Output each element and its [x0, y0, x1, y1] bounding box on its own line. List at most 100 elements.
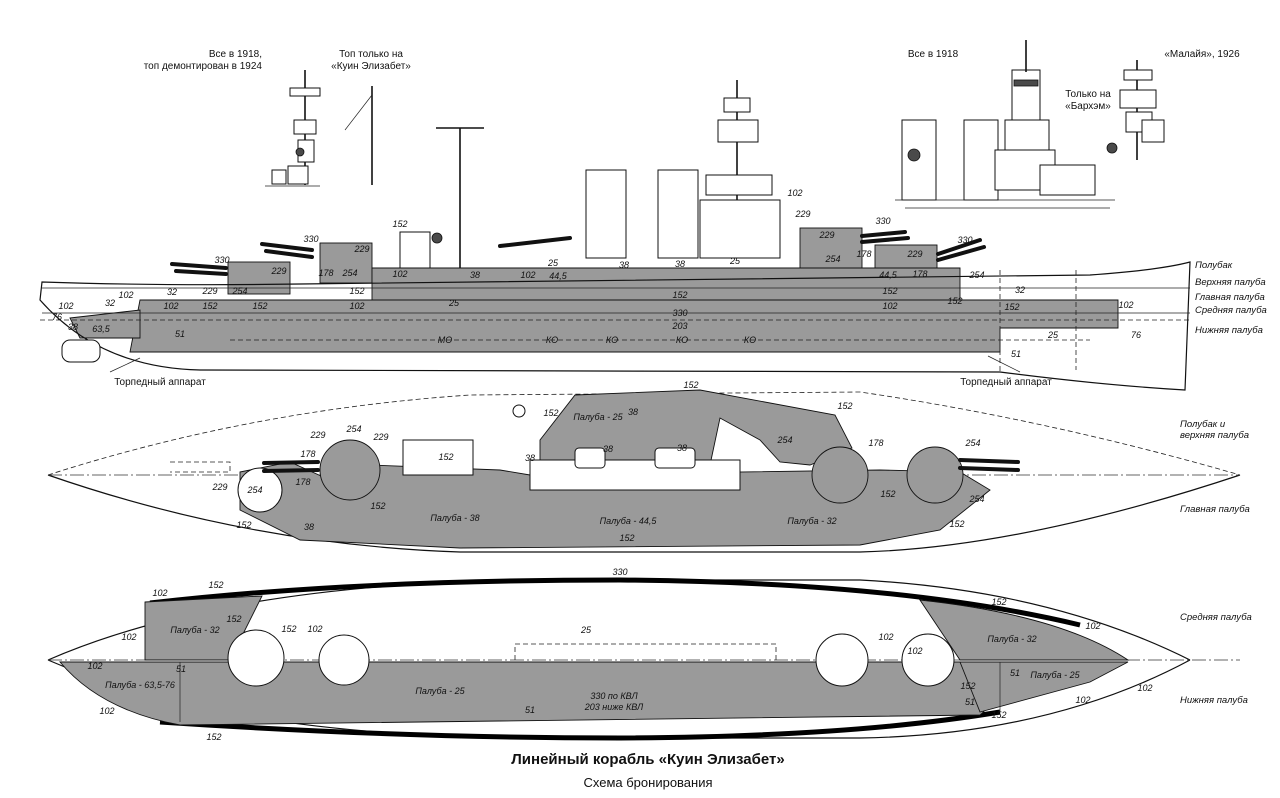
armor-thickness-label: 254 — [824, 254, 840, 264]
armor-thickness-label: 32 — [167, 287, 177, 297]
armor-thickness-label: 102 — [882, 301, 897, 311]
armor-thickness-label: 254 — [246, 485, 262, 495]
armor-thickness-label: 152 — [281, 624, 296, 634]
armor-thickness-label: 51 — [1011, 349, 1021, 359]
armor-thickness-label: 152 — [949, 519, 964, 529]
armor-thickness-label: 152 — [947, 296, 962, 306]
armor-thickness-label: 178 — [300, 449, 315, 459]
armor-thickness-label: 51 — [965, 697, 975, 707]
armor-thickness-label: 38 — [304, 522, 314, 532]
armor-thickness-label: 178 — [856, 249, 871, 259]
armor-thickness-label: КО — [676, 335, 688, 345]
armor-thickness-label: 254 — [776, 435, 792, 445]
armor-thickness-label: 152 — [672, 290, 687, 300]
label-plan-middle: Средняя палуба — [1180, 612, 1252, 623]
label-plan-forecastle: Полубак и — [1180, 419, 1226, 430]
armor-thickness-label: 63,5 — [92, 324, 111, 334]
armor-thickness-label: 152 — [960, 681, 975, 691]
bridge-detail-malaya — [1106, 60, 1165, 160]
armor-thickness-label: 229 — [201, 286, 217, 296]
label-main-deck: Главная палуба — [1195, 292, 1265, 303]
armor-thickness-label: КО — [606, 335, 618, 345]
note-torpedo-fwd: Торпедный аппарат — [114, 377, 206, 388]
armor-thickness-label: 152 — [683, 380, 698, 390]
armor-thickness-label: 152 — [543, 408, 558, 418]
armor-thickness-label: 38 — [68, 322, 78, 332]
armor-thickness-label: 76 — [52, 312, 62, 322]
note-torpedo-aft: Торпедный аппарат — [960, 377, 1052, 388]
armor-thickness-label: 102 — [392, 269, 407, 279]
profile-view — [39, 80, 1191, 391]
mast-detail-top — [344, 86, 373, 185]
armor-thickness-label: 102 — [118, 290, 133, 300]
label-middle-deck: Средняя палуба — [1195, 305, 1267, 316]
armor-thickness-label: 102 — [152, 588, 167, 598]
armor-thickness-label: Палуба - 38 — [430, 513, 479, 523]
armor-thickness-label: 330 — [214, 255, 229, 265]
armor-thickness-label: КО — [546, 335, 558, 345]
bridge-detail-1918 — [895, 40, 1115, 209]
label-lower-deck: Нижняя палуба — [1195, 325, 1263, 336]
armor-thickness-label: 76 — [1131, 330, 1141, 340]
armor-thickness-label: 102 — [58, 301, 73, 311]
armor-thickness-label: 229 — [270, 266, 286, 276]
label-plan-forecastle: верхняя палуба — [1180, 430, 1249, 441]
armor-thickness-label: 203 ниже КВЛ — [584, 702, 644, 712]
armor-values-layer: 330 229 330 229 178 254 229 254 152 102 32 32 102 102… — [52, 188, 1153, 742]
armor-thickness-label: 330 по КВЛ — [590, 691, 638, 701]
armor-thickness-label: 51 — [175, 329, 185, 339]
armor-thickness-label: 44,5 — [879, 270, 898, 280]
armor-thickness-label: 102 — [99, 706, 114, 716]
armor-thickness-label: 178 — [912, 269, 927, 279]
note-all-1918-b: Все в 1918 — [908, 49, 959, 60]
armor-thickness-label: 152 — [370, 501, 385, 511]
armor-thickness-label: 102 — [87, 661, 102, 671]
label-plan-main: Главная палуба — [1180, 504, 1250, 515]
armor-thickness-label: 51 — [525, 705, 535, 715]
note-all-1918-a: топ демонтирован в 1924 — [144, 61, 263, 72]
armor-thickness-label: 38 — [675, 259, 685, 269]
armor-thickness-label: 178 — [295, 477, 310, 487]
armor-thickness-label: 102 — [907, 646, 922, 656]
plan-upper-view — [47, 389, 1241, 553]
diagram-title: Линейный корабль «Куин Элизабет» — [511, 751, 784, 768]
armor-thickness-label: 254 — [968, 494, 984, 504]
armor-thickness-label: 229 — [309, 430, 325, 440]
armor-thickness-label: 152 — [349, 286, 364, 296]
armor-thickness-label: 178 — [868, 438, 883, 448]
armor-thickness-label: 51 — [176, 664, 186, 674]
armor-thickness-label: Палуба - 63,5-76 — [105, 680, 175, 690]
armor-thickness-label: 152 — [236, 520, 251, 530]
armor-thickness-label: 38 — [677, 443, 687, 453]
armor-thickness-label: 38 — [628, 407, 638, 417]
note-all-1918-a: Все в 1918, — [209, 49, 262, 60]
armor-thickness-label: 102 — [1085, 621, 1100, 631]
armor-thickness-label: 152 — [880, 489, 895, 499]
armor-thickness-label: 178 — [318, 268, 333, 278]
armor-thickness-label: 102 — [163, 301, 178, 311]
armor-thickness-label: 152 — [438, 452, 453, 462]
mast-detail-fore — [265, 70, 321, 187]
armor-thickness-label: 229 — [818, 230, 834, 240]
armor-thickness-label: 102 — [878, 632, 893, 642]
armor-thickness-label: 25 — [448, 298, 460, 308]
armor-thickness-label: 330 — [612, 567, 627, 577]
armor-thickness-label: 38 — [603, 444, 613, 454]
note-top-qe: «Куин Элизабет» — [331, 60, 411, 72]
label-plan-lower: Нижняя палуба — [1180, 695, 1248, 706]
armor-thickness-label: 152 — [1004, 302, 1019, 312]
armor-thickness-label: 25 — [580, 625, 592, 635]
armor-thickness-label: 152 — [206, 732, 221, 742]
armor-thickness-label: 152 — [619, 533, 634, 543]
armor-thickness-label: Палуба - 25 — [1030, 670, 1080, 680]
armor-thickness-label: Палуба - 32 — [987, 634, 1036, 644]
armor-thickness-label: 229 — [372, 432, 388, 442]
armor-thickness-label: 38 — [470, 270, 480, 280]
armor-thickness-label: 32 — [1015, 285, 1025, 295]
armor-thickness-label: 254 — [964, 438, 980, 448]
armor-thickness-label: 152 — [226, 614, 241, 624]
armor-thickness-label: 229 — [211, 482, 227, 492]
note-barham: «Бархэм» — [1065, 101, 1111, 112]
